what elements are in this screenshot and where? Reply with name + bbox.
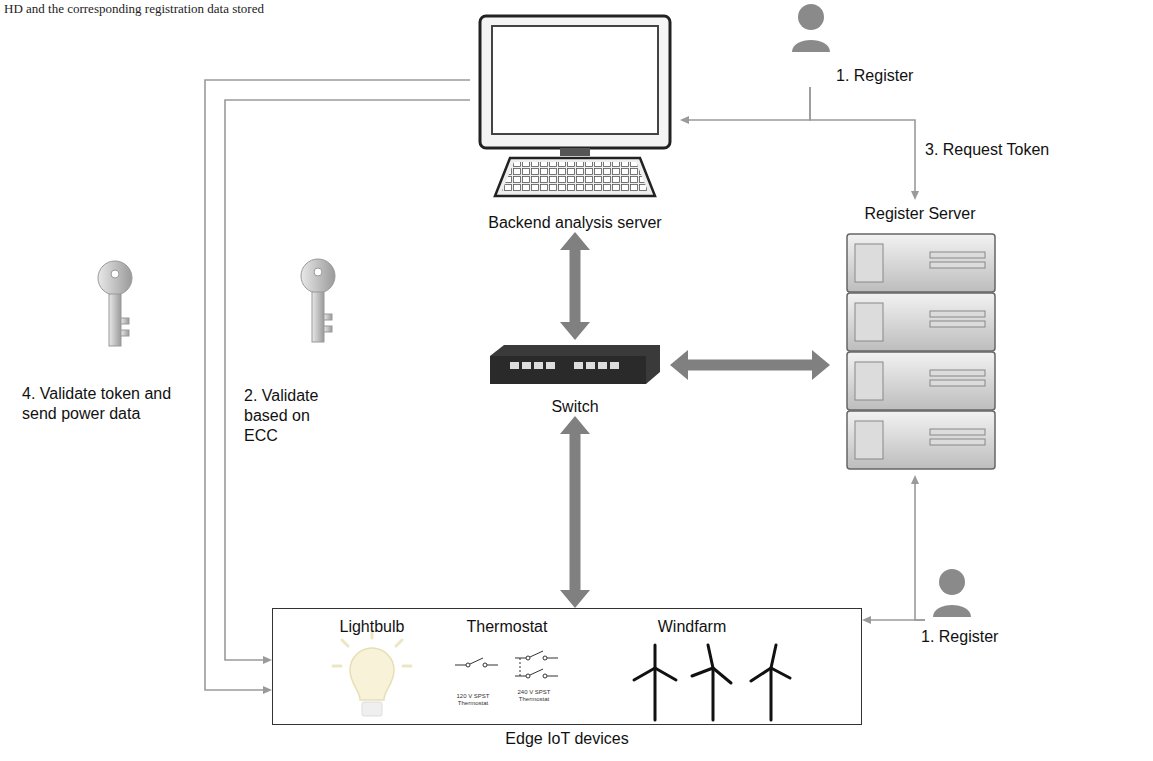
computer-icon [480,16,670,196]
switch-node: Switch [480,340,670,416]
server-node: Register Server [830,200,1010,475]
part-caption: 120 V SPST Thermostat [452,693,494,707]
flow-arrow [225,100,470,664]
actor-node: 1. Register [925,562,1005,646]
wind-turbine [634,645,790,720]
server-node: Backend analysis server [470,10,680,232]
lightbulb-icon [333,630,411,716]
link-arrow [560,232,590,340]
person-icon [933,569,971,617]
actor-node: 1. Register [780,2,917,87]
cut-caption: HD and the corresponding registration da… [4,1,264,16]
node-label: Lightbulb [327,617,417,636]
edge-label: 4. Validate token and send power data [22,384,200,424]
flow-arrow [680,87,810,124]
person-icon [792,4,830,52]
switch-icon [490,345,660,384]
device-node: Lightbulb [327,613,417,718]
device-node: Thermostat 120 V SPST Thermostat 240 V SPS… [447,613,567,718]
part-caption: 240 V SPST Thermostat [513,689,555,703]
server-icon [847,234,995,469]
node-label: 1. Register [921,627,998,646]
node-label: Thermostat [447,617,567,636]
node-label: Backend analysis server [470,213,680,232]
flow-arrow [862,616,925,624]
node-label: 1. Register [836,66,913,85]
key-icon [301,259,335,342]
flow-arrow [911,475,925,620]
node-label: Register Server [830,204,1010,223]
link-arrow [670,350,830,380]
edge-label: 3. Request Token [925,140,1049,160]
link-arrow [560,416,590,608]
node-label: Windfarm [602,617,782,636]
edge-label: 2. Validate based on ECC [244,386,344,446]
node-label: Edge IoT devices [272,729,862,748]
node-label: Switch [480,397,670,416]
switch-symbol [455,651,558,678]
device-node: Windfarm [602,613,782,718]
flow-arrow [205,80,470,694]
key-icon [98,261,132,346]
group-box: Edge IoT devices Lightbulb Thermostat 120 V… [272,608,862,750]
flow-arrow [810,87,919,200]
